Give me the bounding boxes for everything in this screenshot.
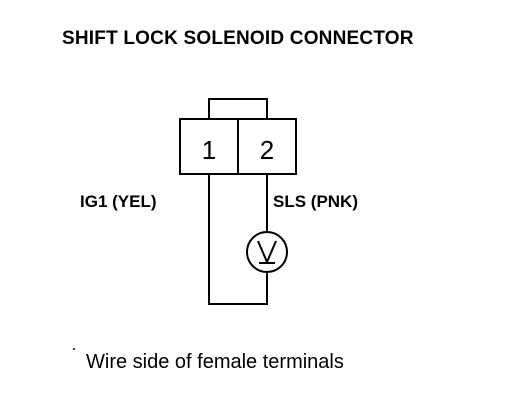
pin-2-number: 2 — [260, 135, 274, 165]
connector-lock-tab — [208, 98, 268, 119]
diagram-caption: Wire side of female terminals — [86, 351, 344, 373]
voltmeter-icon — [246, 231, 288, 273]
scan-speck — [73, 348, 75, 350]
wire-label-ig1: IG1 (YEL) — [80, 192, 157, 211]
wire-label-sls: SLS (PNK) — [273, 192, 358, 211]
diagram-title: SHIFT LOCK SOLENOID CONNECTOR — [62, 28, 414, 49]
pin-1-number: 1 — [202, 135, 216, 165]
test-wire-loop — [208, 174, 268, 305]
